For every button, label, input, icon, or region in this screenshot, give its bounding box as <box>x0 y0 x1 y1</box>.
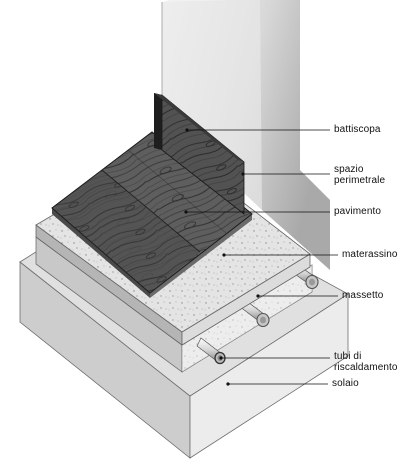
massetto-layer <box>35 236 313 373</box>
label-pavimento: pavimento <box>334 206 382 217</box>
leader-dot-materassino <box>222 253 226 257</box>
leader-dot-tubi <box>219 356 223 360</box>
pavimento-floor <box>51 131 253 298</box>
leader-dot-massetto <box>256 294 260 298</box>
battiscopa-board <box>154 93 245 215</box>
label-materassino: materassino <box>342 249 398 260</box>
leader-dot-pavimento <box>184 210 188 214</box>
label-massetto: massetto <box>342 290 384 301</box>
label-solaio: solaio <box>332 378 359 389</box>
leader-dot-spazio-perimetrale <box>241 172 245 176</box>
label-spazio-perimetrale-line1: spazio <box>334 164 364 175</box>
label-spazio-perimetrale-line2: perimetrale <box>334 175 386 186</box>
leader-dot-solaio <box>226 382 230 386</box>
leader-lines <box>184 128 338 386</box>
label-tubi-line2: riscaldamento <box>334 362 398 373</box>
label-tubi-line1: tubi di <box>334 351 362 362</box>
leader-dot-battiscopa <box>185 128 189 132</box>
label-battiscopa: battiscopa <box>334 124 381 135</box>
